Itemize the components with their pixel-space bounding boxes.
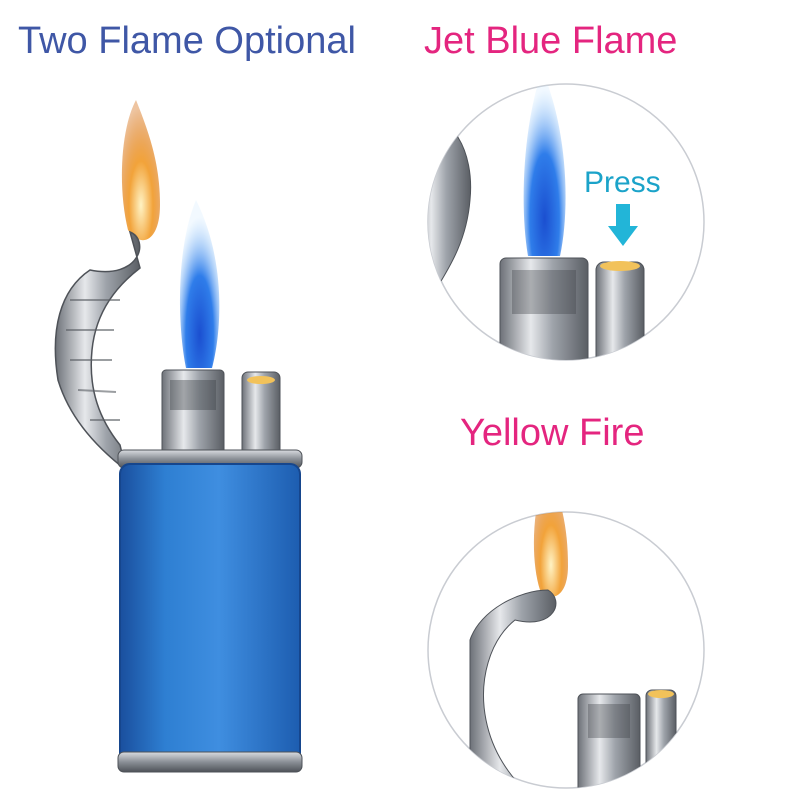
soft-nozzle bbox=[241, 371, 281, 457]
arrow-down-icon bbox=[608, 204, 638, 246]
crocodile-detail-bottom bbox=[469, 589, 557, 788]
bottom-plate bbox=[117, 751, 303, 773]
title-yellow-fire: Yellow Fire bbox=[460, 412, 645, 454]
main-lighter bbox=[54, 100, 303, 773]
yellow-flame-detail bbox=[533, 512, 568, 597]
title-jet-blue-flame: Jet Blue Flame bbox=[424, 20, 678, 62]
lighter-body bbox=[120, 464, 300, 770]
blue-flame-main bbox=[179, 200, 220, 368]
jet-detail-circle bbox=[427, 83, 705, 361]
blue-flame-detail bbox=[523, 84, 566, 256]
title-two-flame: Two Flame Optional bbox=[18, 20, 356, 62]
press-label: Press bbox=[584, 166, 661, 199]
yellow-flame-main bbox=[121, 100, 160, 241]
yellow-detail-circle bbox=[427, 511, 705, 789]
crocodile-ornament bbox=[54, 230, 141, 472]
